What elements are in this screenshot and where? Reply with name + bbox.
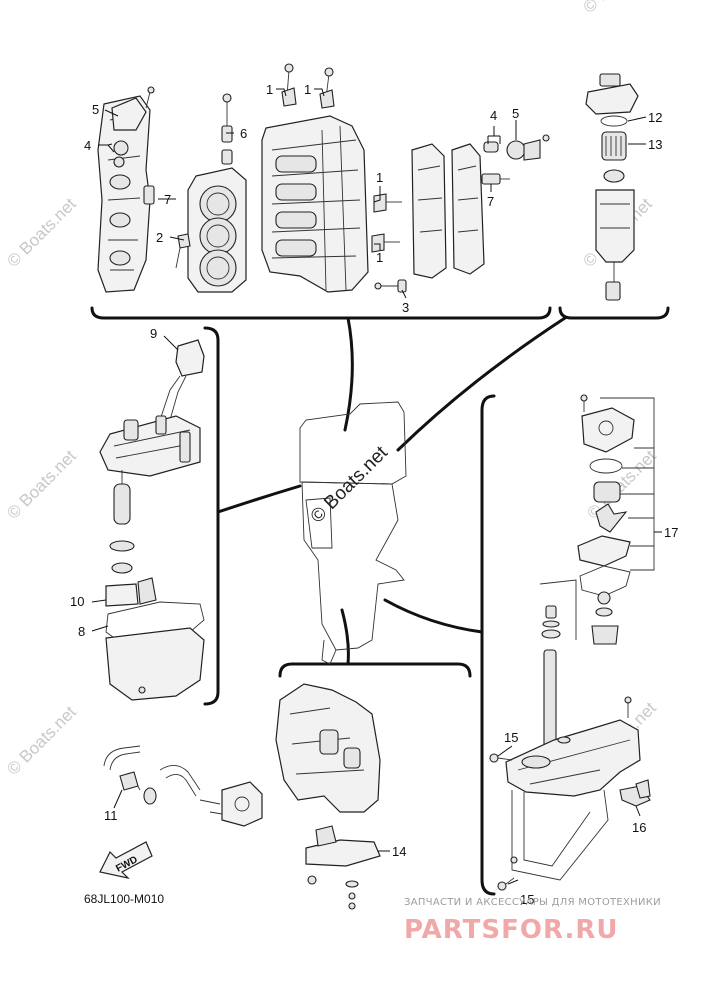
connector-left (216, 484, 302, 514)
callout-13: 13 (648, 137, 662, 152)
water-pump-housing (581, 407, 635, 453)
gearcase (505, 719, 641, 797)
thermostat (113, 140, 129, 156)
connector-right (383, 598, 484, 634)
callout-4-left: 4 (84, 138, 91, 153)
mount-outline (305, 497, 333, 549)
shop-logo: PARTSFOR.RU (404, 915, 618, 945)
callout-11: 11 (104, 808, 118, 823)
side-gasket (411, 143, 447, 279)
temperature-sensor (177, 233, 191, 249)
callout-15-lower: 15 (520, 892, 534, 907)
filter-head (585, 83, 639, 115)
o-ring-12 (600, 115, 628, 127)
pump-plate (577, 535, 631, 567)
exhaust-cover (97, 95, 151, 293)
hose-group (103, 745, 263, 827)
watermark-1: © Boats.net (3, 194, 80, 271)
fuel-pump (113, 483, 131, 525)
top-left-bracket (90, 306, 552, 320)
watermark-3: © Boats.net (3, 702, 80, 779)
gasket-8 (105, 601, 205, 643)
section-brackets (90, 306, 670, 896)
seal-housing (591, 625, 619, 645)
skeg-outline (321, 639, 337, 665)
fuel-filter-9 (175, 339, 205, 377)
pump-gasket (579, 565, 631, 597)
left-bracket (203, 326, 220, 706)
anode-right (481, 173, 501, 185)
impeller (595, 503, 628, 533)
engine-block-group (97, 63, 550, 293)
watermark-center: © Boats.net (307, 442, 393, 528)
leader-lines (91, 88, 647, 885)
callout-1-top-left: 1 (266, 82, 273, 97)
lower-unit-group (489, 394, 662, 891)
callout-7-left: 7 (164, 192, 171, 207)
thermostat-cover-right (506, 140, 526, 160)
filter-cup (595, 189, 635, 263)
callout-8: 8 (78, 624, 85, 639)
bracket-1d (371, 233, 385, 253)
anode-left (143, 185, 155, 205)
callout-2: 2 (156, 230, 163, 245)
connector-right-top (396, 316, 567, 452)
filter-drain (605, 281, 621, 301)
callout-10: 10 (70, 594, 84, 609)
side-cover (451, 143, 485, 275)
bottom-bracket (278, 662, 472, 678)
watermark-7: © Boats.net (579, 0, 656, 17)
callout-4-right: 4 (490, 108, 497, 123)
o-ring-pump (589, 458, 623, 474)
callout-1-mid: 1 (376, 170, 383, 185)
callout-14: 14 (392, 844, 406, 859)
midsection-outline (301, 481, 405, 651)
fuel-filter-group (585, 73, 639, 301)
connector-bottom (340, 608, 350, 666)
filter-element (601, 131, 627, 161)
mount-group (275, 683, 381, 910)
callout-3: 3 (402, 300, 409, 315)
fwd-arrow: FWD (99, 841, 153, 880)
bolt-3 (397, 279, 407, 293)
callout-5-left: 5 (92, 102, 99, 117)
callout-9: 9 (150, 326, 157, 341)
joint-11 (119, 771, 139, 791)
callout-5-right: 5 (512, 106, 519, 121)
fwd-arrow-shape (99, 841, 153, 880)
callout-layer: 1 1 1 1 2 3 4 4 5 5 6 7 7 8 9 10 11 12 1… (70, 82, 678, 907)
callout-12: 12 (648, 110, 662, 125)
callout-1-top-right: 1 (304, 82, 311, 97)
callout-16: 16 (632, 820, 646, 835)
watermark-2: © Boats.net (3, 446, 80, 523)
callout-15-upper: 15 (504, 730, 518, 745)
bracket-1c (373, 193, 387, 213)
shop-tagline: ЗАПЧАСТИ И АКСЕССУАРЫ ДЛЯ МОТОТЕХНИКИ (404, 897, 661, 908)
mount-bracket-14 (305, 839, 381, 867)
right-bracket (480, 394, 496, 896)
callout-17: 17 (664, 525, 678, 540)
thermostat-cover (111, 97, 147, 131)
thermostat-right (483, 141, 499, 153)
bolt-1b (319, 89, 335, 109)
callout-1-low: 1 (376, 250, 383, 265)
diagram-code: 68JL100-M010 (84, 892, 164, 906)
float-chamber (105, 627, 205, 701)
connector-top (343, 316, 354, 432)
float-10 (105, 583, 139, 607)
top-right-bracket (558, 306, 670, 320)
callout-7-right: 7 (487, 194, 494, 209)
outboard-silhouette: © Boats.net (299, 401, 407, 665)
pump-insert (593, 481, 621, 503)
shop-watermark: ЗАПЧАСТИ И АКСЕССУАРЫ ДЛЯ МОТОТЕХНИКИ PA… (404, 897, 661, 945)
callout-6: 6 (240, 126, 247, 141)
oil-pressure-switch (221, 125, 233, 143)
fuel-system-group (99, 339, 205, 701)
fuel-pump-low (221, 781, 263, 827)
